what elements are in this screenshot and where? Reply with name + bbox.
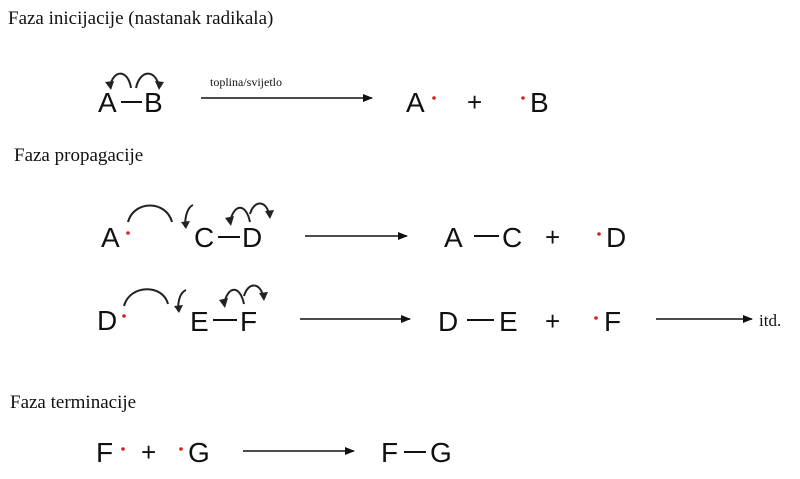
electron-arrow-a xyxy=(127,204,173,223)
atom-d-product: D xyxy=(438,306,458,337)
reaction-condition: toplina/svijetlo xyxy=(210,75,282,89)
atom-d: D xyxy=(242,222,262,253)
atom-g-product: G xyxy=(430,437,452,468)
atom-d-radical-reactant: D xyxy=(97,305,117,336)
electron-arrow-right xyxy=(135,72,160,89)
heading-termination: Faza terminacije xyxy=(10,392,137,413)
atom-c-product: C xyxy=(502,222,522,253)
radical-dot-a-reactant xyxy=(126,231,130,235)
atom-e: E xyxy=(190,306,209,337)
radical-dot-d xyxy=(597,232,601,236)
atom-g: G xyxy=(188,437,210,468)
radical-dot-d-reactant xyxy=(122,314,126,318)
plus-sign: + xyxy=(467,87,482,117)
electron-arrow-left xyxy=(109,72,132,89)
plus-sign: + xyxy=(545,306,560,336)
heading-propagation: Faza propagacije xyxy=(14,145,144,166)
electron-arrowhead-right xyxy=(155,81,164,90)
electron-arrow-cd-left xyxy=(229,206,251,223)
atom-e-product: E xyxy=(499,306,518,337)
electron-arrowhead-cd-left xyxy=(225,216,234,226)
plus-sign: + xyxy=(141,437,156,467)
atom-f-product: F xyxy=(381,437,398,468)
atom-b-reactant: B xyxy=(144,87,163,118)
initiation-reaction: A B toplina/svijetlo A + B xyxy=(98,72,549,118)
radical-dot-g xyxy=(179,447,183,451)
atom-b-product: B xyxy=(530,87,549,118)
atom-d-radical: D xyxy=(606,222,626,253)
electron-arrowhead-ef-left xyxy=(219,298,228,308)
atom-a-product: A xyxy=(406,87,425,118)
radical-dot-f-termination xyxy=(121,447,125,451)
electron-arrowhead-bond-left xyxy=(174,305,183,313)
electron-arrowhead-ef-right xyxy=(259,292,268,301)
atom-f-termination: F xyxy=(96,437,113,468)
propagation-step-1: A C D A C + D xyxy=(101,202,626,253)
plus-sign: + xyxy=(545,222,560,252)
atom-a-reactant: A xyxy=(98,87,117,118)
radical-dot-f xyxy=(594,316,598,320)
atom-a-product: A xyxy=(444,222,463,253)
electron-arrowhead-bond-left xyxy=(181,221,190,229)
electron-arrow-ef-left xyxy=(223,288,245,305)
termination-reaction: F + G F G xyxy=(96,437,452,468)
heading-initiation: Faza inicijacije (nastanak radikala) xyxy=(8,8,274,29)
propagation-step-2: D E F D E + F itd. xyxy=(97,284,781,337)
atom-c: C xyxy=(194,222,214,253)
continuation-label: itd. xyxy=(759,311,781,330)
atom-a-radical: A xyxy=(101,222,120,253)
atom-f: F xyxy=(240,306,257,337)
atom-f-radical: F xyxy=(604,306,621,337)
electron-arrow-d xyxy=(123,288,169,307)
electron-arrowhead-cd-right xyxy=(265,210,274,219)
radical-dot-a xyxy=(432,96,436,100)
radical-dot-b xyxy=(521,96,525,100)
electron-arrowhead-left xyxy=(105,81,114,90)
